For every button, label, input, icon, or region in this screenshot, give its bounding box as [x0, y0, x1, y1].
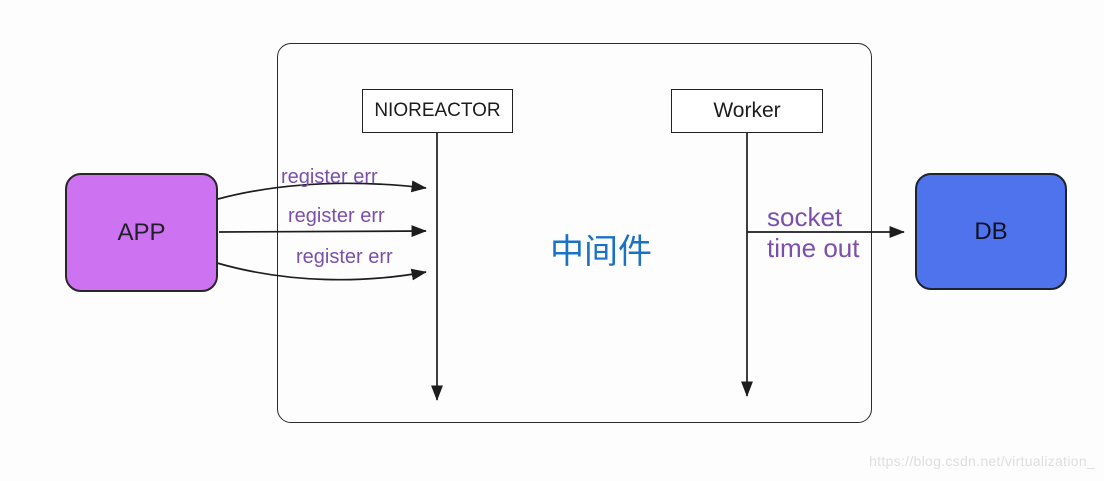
register-err-label: register err: [296, 246, 393, 268]
socket-timeout-line2: time out: [767, 233, 860, 263]
worker-label: Worker: [713, 99, 781, 122]
app-box: APP: [65, 173, 218, 292]
app-label: APP: [117, 218, 166, 246]
nioreactor-box: NIOREACTOR: [362, 89, 513, 133]
middleware-container: [277, 43, 872, 423]
socket-timeout-line1: socket: [767, 202, 843, 232]
socket-timeout-label: socket time out: [767, 202, 860, 264]
register-err-label: register err: [288, 205, 385, 227]
watermark-url: https://blog.csdn.net/virtualization_: [869, 453, 1095, 469]
worker-box: Worker: [671, 89, 823, 133]
middleware-label: 中间件: [550, 233, 652, 271]
db-box: DB: [915, 173, 1067, 290]
nioreactor-label: NIOREACTOR: [374, 100, 501, 121]
register-err-label: register err: [281, 166, 378, 188]
db-label: DB: [974, 217, 1008, 245]
